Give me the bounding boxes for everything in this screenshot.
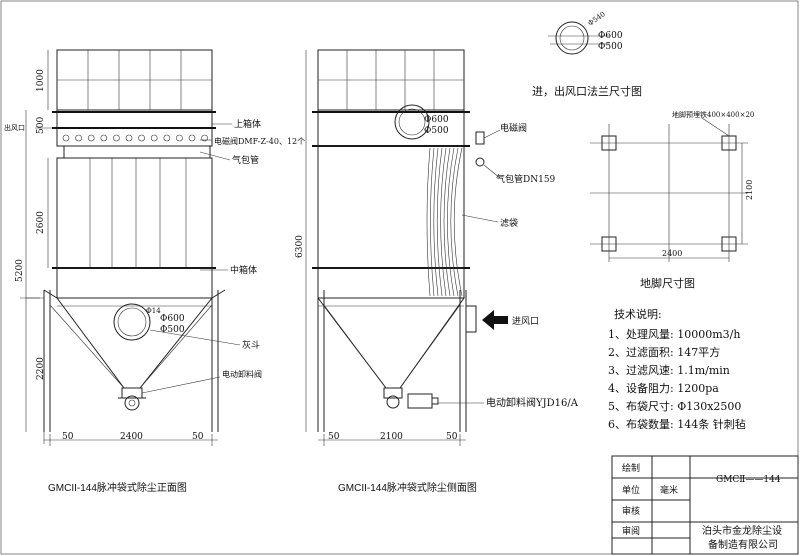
- solenoid-valve-icon: [100, 134, 108, 142]
- tb-unit-value: 毫米: [660, 484, 678, 496]
- tb-company-line2: 备制造有限公司: [708, 538, 778, 551]
- filter-bag-line: [436, 147, 443, 297]
- foundation-plan: [590, 117, 748, 262]
- flange-caption: 进，出风口法兰尺寸图: [532, 84, 642, 98]
- front-flange-inner: Φ500: [160, 325, 185, 335]
- side-dim-50-right: 50: [446, 432, 458, 442]
- front-view: [20, 49, 241, 446]
- side-label-solenoid: 电磁阀: [500, 122, 527, 134]
- side-view-title: GMCII-144脉冲袋式除尘侧面图: [338, 481, 477, 494]
- front-label-discharge-valve: 电动卸料阀: [222, 369, 262, 379]
- front-label-upper-box: 上箱体: [234, 118, 261, 130]
- solenoid-valve-icon: [188, 134, 196, 142]
- front-dim-2400: 2400: [120, 432, 143, 442]
- front-dim-50-right: 50: [192, 432, 204, 442]
- front-label-middle-box: 中箱体: [230, 264, 257, 276]
- filter-bag-line: [450, 147, 459, 297]
- spec-item-1: 1、处理风量: 10000m3/h: [608, 328, 740, 341]
- filter-bag-line: [440, 147, 447, 297]
- solenoid-valve-icon: [138, 134, 145, 142]
- solenoid-valve-icon: [75, 134, 82, 142]
- side-dim-50-left: 50: [328, 432, 340, 442]
- spec-item-2: 2、过滤面积: 147平方: [608, 345, 720, 359]
- tb-unit: 单位: [622, 484, 640, 496]
- front-dim-50-left: 50: [62, 432, 74, 442]
- front-dim-1000: 1000: [36, 69, 46, 92]
- flange-detail: [548, 21, 610, 55]
- filter-bag-line: [433, 147, 439, 297]
- filter-bag-line: [453, 147, 463, 297]
- flange-outer: Φ600: [598, 31, 623, 41]
- solenoid-valve-icon: [125, 134, 133, 142]
- side-label-air-pipe: 气包管DN159: [496, 173, 556, 185]
- foundation-width: 2400: [662, 249, 682, 258]
- front-view-title: GMCII-144脉冲袋式除尘正面图: [48, 481, 187, 494]
- filter-bag-line: [426, 147, 431, 297]
- filter-bag-line: [443, 147, 451, 297]
- solenoid-valve-icon: [163, 134, 171, 142]
- solenoid-valve-icon: [201, 134, 208, 142]
- foundation-depth: 2100: [745, 180, 754, 200]
- tb-review: 审核: [622, 505, 640, 517]
- filter-bag-line: [430, 147, 435, 297]
- front-label-hopper: 灰斗: [242, 339, 260, 351]
- filter-bag-line: [447, 147, 455, 297]
- solenoid-valve-icon: [176, 134, 183, 142]
- front-flange-bolt: Φ14: [146, 307, 161, 315]
- side-label-filter-bag: 滤袋: [500, 217, 518, 229]
- solenoid-valve-icon: [113, 134, 120, 142]
- solenoid-valve-icon: [87, 134, 95, 142]
- front-dim-5200: 5200: [15, 259, 25, 282]
- tb-drawing-no: GMCⅡ——144: [716, 475, 781, 485]
- spec-item-3: 3、过滤风速: 1.1m/min: [608, 364, 730, 377]
- side-flange-outer: Φ600: [424, 115, 449, 125]
- spec-item-5: 5、布袋尺寸: Φ130x2500: [608, 399, 741, 413]
- side-label-discharge-valve: 电动卸料阀YJD16/A: [486, 396, 579, 409]
- flange-inner: Φ500: [598, 42, 623, 52]
- front-label-solenoid: 电磁阀DMF-Z-40、12个: [214, 136, 305, 146]
- front-flange-outer: Φ600: [160, 314, 185, 324]
- front-label-air-pipe: 气包管: [232, 154, 259, 166]
- spec-item-6: 6、布袋数量: 144条 针刺毡: [608, 417, 746, 431]
- side-dim-6300: 6300: [295, 235, 305, 258]
- tb-drawn: 绘制: [622, 462, 640, 474]
- foundation-caption: 地脚尺寸图: [640, 276, 695, 290]
- front-dim-2200: 2200: [36, 357, 46, 380]
- front-label-outlet: 出风口: [4, 123, 25, 132]
- spec-item-4: 4、设备阻力: 1200pa: [608, 381, 719, 395]
- front-dim-500: 500: [36, 117, 46, 134]
- specs-title: 技术说明:: [614, 307, 662, 321]
- solenoid-valve-icon: [150, 134, 158, 142]
- side-view: [305, 49, 508, 446]
- flange-bolt: Φ540: [587, 10, 607, 28]
- tb-company-line1: 泊头市金龙除尘设: [702, 524, 782, 537]
- foundation-plate: 地脚预埋铁400×400×20: [672, 110, 754, 119]
- side-dim-2100: 2100: [380, 432, 403, 442]
- solenoid-valve-icon: [62, 134, 70, 142]
- side-flange-inner: Φ500: [424, 126, 449, 136]
- side-label-inlet: 进风口: [512, 316, 539, 327]
- tb-approve: 审阅: [622, 525, 640, 537]
- front-dim-2600: 2600: [36, 211, 46, 234]
